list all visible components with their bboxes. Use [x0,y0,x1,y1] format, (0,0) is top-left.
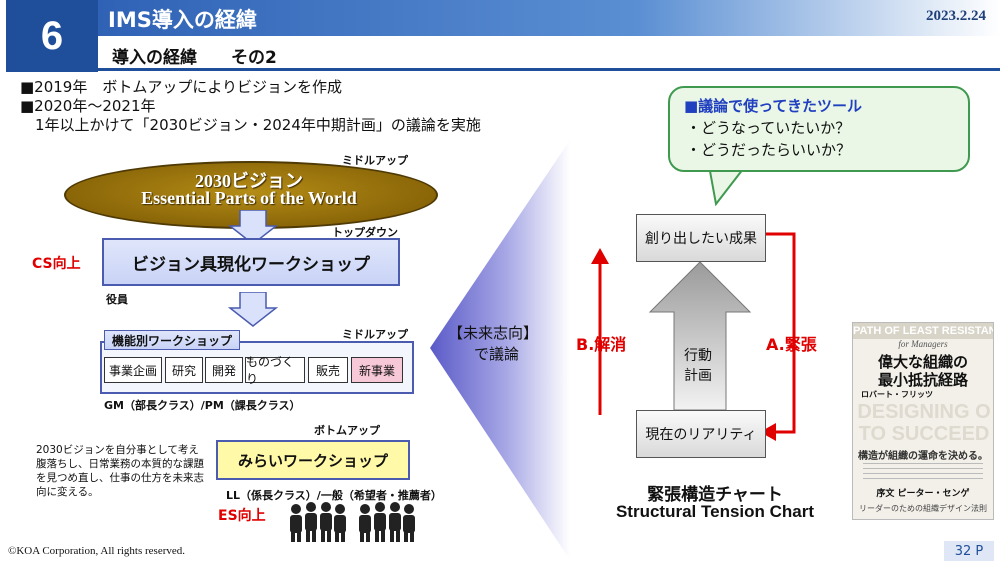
middle-up-label-2: ミドルアップ [342,328,408,341]
down-arrow-1 [228,210,278,245]
header-band [98,0,1000,36]
action-plan-line2: 計画 [684,368,712,384]
future-oriented-wedge [430,140,570,560]
desired-outcome-box: 創り出したい成果 [636,214,766,262]
book-big-text-1: DESIGNING O [857,401,991,423]
es-improvement-label: ES向上 [218,508,266,524]
vision-workshop-box: ビジョン具現化ワークショップ [102,238,400,286]
ll-general-label: LL（係長クラス）/一般（希望者・推薦者） [226,489,442,502]
gm-pm-label: GM（部長クラス）/PM（課長クラス） [104,399,301,412]
copyright: ©KOA Corporation, All rights reserved. [8,545,185,557]
book-blurb-lines [863,463,983,483]
down-arrow-2 [228,292,278,327]
header-rule [98,68,1000,71]
balloon-question-2: ・どうだったらいいか？ [686,141,852,159]
dept-research: 研究 [165,357,203,383]
vision-ellipse-line1: 2030ビジョン [195,171,303,191]
action-plan-line1: 行動 [684,348,712,364]
dept-manufacturing: ものづくり [245,355,305,386]
book-title-line2: 最小抵抗経路 [877,371,968,389]
future-oriented-line1: 【未来志向】 [448,324,539,342]
page-title: IMS導入の経緯 [108,8,257,32]
middle-up-label-1: ミドルアップ [342,154,408,167]
balloon-heading: ■議論で使ってきたツール [684,97,862,115]
executives-label: 役員 [106,293,128,306]
functional-workshop-label: 機能別ワークショップ [111,333,232,348]
book-author: ロバート・フリッツ [861,390,933,399]
future-oriented-line2: で議論 [474,345,520,363]
current-reality-box: 現在のリアリティ [636,410,766,458]
book-big-text-2: TO SUCCEED [858,423,990,445]
book-preface: 序文 ピーター・センゲ [876,489,970,499]
dept-new-business: 新事業 [351,357,403,383]
top-down-label: トップダウン [332,226,398,239]
bullet-2020: ■2020年～2021年 [20,97,156,115]
tools-speech-balloon [668,86,970,172]
page-subtitle: 導入の経緯 その2 [112,48,277,68]
resolve-label: B.解消 [576,335,627,354]
tension-chart-title-jp: 緊張構造チャート [647,485,783,505]
people-group-icon-1 [290,502,346,542]
bottom-up-label: ボトムアップ [314,424,380,437]
book-title-line1: 偉大な組織の [877,353,968,371]
bullet-2019: ■2019年 ボトムアップによりビジョンを作成 [20,78,343,96]
book-bottom-text: リーダーのための組織デザイン法則 [859,504,987,513]
bullet-2020-detail: 1年以上かけて「2030ビジョン・2024年中期計画」の議論を実施 [20,116,481,134]
functional-workshop-tag: 機能別ワークショップ [104,330,240,350]
book-tagline: 構造が組織の運命を決める。 [858,451,988,462]
vision-workshop-label: ビジョン具現化ワークショップ [132,254,370,275]
people-group-icon-2 [359,502,415,542]
section-number: 6 [6,0,98,72]
tension-chart-graphic [591,232,796,441]
tension-label: A.緊張 [766,335,817,354]
mirai-workshop-label: みらいワークショップ [237,451,388,470]
dept-development: 開発 [205,357,243,383]
balloon-question-1: ・どうなっていたいか？ [686,119,851,137]
workshop-purpose-note: 2030ビジョンを自分事として考え腹落ちし、日常業務の本質的な課題を見つめ直し、… [36,444,204,498]
dept-business-planning: 事業企画 [104,357,162,383]
date-label: 2023.2.24 [926,8,986,24]
cs-improvement-label: CS向上 [32,256,81,272]
book-cover: PATH OF LEAST RESISTANCE for Managers 偉大… [852,322,994,520]
vision-ellipse-line2: Essential Parts of the World [141,188,357,208]
dept-sales: 販売 [308,357,348,383]
book-top-text: PATH OF LEAST RESISTANCE [853,323,993,339]
page-number: 32 P [944,541,994,561]
book-for-managers: for Managers [898,339,948,349]
mirai-workshop-box: みらいワークショップ [216,440,410,480]
tension-chart-title-en: Structural Tension Chart [615,502,815,521]
